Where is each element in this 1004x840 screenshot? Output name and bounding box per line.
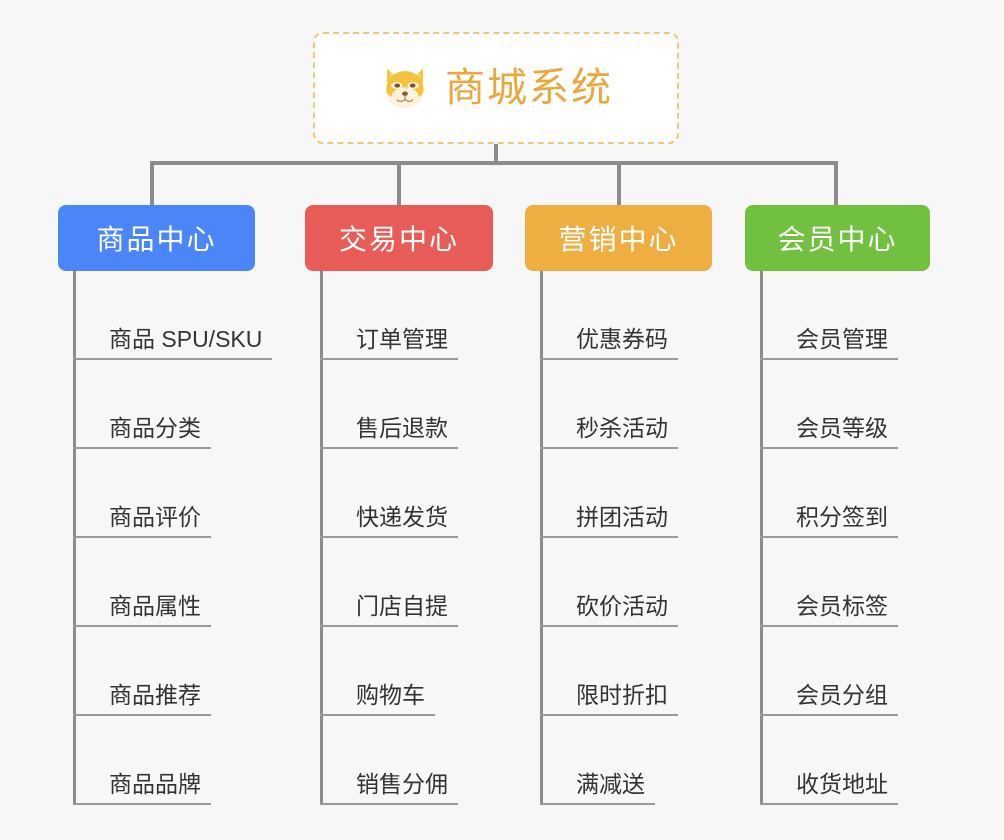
leaf-label: 砍价活动 [540,593,678,627]
leaf-label: 会员管理 [760,326,898,360]
list-item[interactable]: 优惠券码 [540,271,712,360]
category-header-1[interactable]: 商品中心 [58,205,255,271]
list-item[interactable]: 门店自提 [320,538,493,627]
leaf-list-2: 订单管理 售后退款 快递发货 门店自提 购物车 销售分佣 [320,271,493,805]
leaf-label: 拼团活动 [540,504,678,538]
list-item[interactable]: 积分签到 [760,449,930,538]
branch-column-2: 交易中心 订单管理 售后退款 快递发货 门店自提 购物车 销售分佣 [305,205,493,805]
leaf-label: 收货地址 [760,771,898,805]
list-item[interactable]: 收货地址 [760,716,930,805]
list-item[interactable]: 售后退款 [320,360,493,449]
leaf-list-1: 商品 SPU/SKU 商品分类 商品评价 商品属性 商品推荐 商品品牌 [73,271,273,805]
leaf-list-3: 优惠券码 秒杀活动 拼团活动 砍价活动 限时折扣 满减送 [540,271,712,805]
category-title-4: 会员中心 [777,224,898,255]
list-item[interactable]: 砍价活动 [540,538,712,627]
list-item[interactable]: 会员等级 [760,360,930,449]
leaf-label: 会员标签 [760,593,898,627]
list-item[interactable]: 购物车 [320,627,493,716]
list-item[interactable]: 会员分组 [760,627,930,716]
root-title: 商城系统 [445,66,613,110]
leaf-label: 会员分组 [760,682,898,716]
list-item[interactable]: 商品推荐 [73,627,255,716]
connector-root-stem [494,144,498,164]
list-item[interactable]: 商品品牌 [73,716,255,805]
leaf-label: 商品品牌 [73,771,211,805]
list-item[interactable]: 商品分类 [73,360,255,449]
list-item[interactable]: 限时折扣 [540,627,712,716]
leaf-list-4: 会员管理 会员等级 积分签到 会员标签 会员分组 收货地址 [760,271,930,805]
leaf-label: 购物车 [320,682,435,716]
branch-column-4: 会员中心 会员管理 会员等级 积分签到 会员标签 会员分组 收货地址 [745,205,930,805]
category-title-1: 商品中心 [96,224,217,255]
leaf-label: 销售分佣 [320,771,458,805]
leaf-label: 积分签到 [760,504,898,538]
leaf-label: 商品 SPU/SKU [73,326,273,360]
list-item[interactable]: 秒杀活动 [540,360,712,449]
connector-drop-1 [150,161,154,205]
leaf-label: 限时折扣 [540,682,678,716]
list-item[interactable]: 拼团活动 [540,449,712,538]
leaf-label: 秒杀活动 [540,415,678,449]
shiba-dog-face-icon [386,68,424,109]
connector-horizontal-bus [150,161,838,165]
leaf-label: 快递发货 [320,504,458,538]
list-item[interactable]: 会员管理 [760,271,930,360]
branch-column-3: 营销中心 优惠券码 秒杀活动 拼团活动 砍价活动 限时折扣 满减送 [525,205,712,805]
list-item[interactable]: 快递发货 [320,449,493,538]
connector-drop-4 [834,161,838,205]
leaf-label: 商品推荐 [73,682,211,716]
list-item[interactable]: 商品 SPU/SKU [73,271,273,360]
leaf-label: 满减送 [540,771,655,805]
category-title-3: 营销中心 [558,224,679,255]
list-item[interactable]: 商品评价 [73,449,255,538]
list-item[interactable]: 商品属性 [73,538,255,627]
connector-drop-2 [397,161,401,205]
leaf-label: 商品属性 [73,593,211,627]
leaf-label: 门店自提 [320,593,458,627]
list-item[interactable]: 销售分佣 [320,716,493,805]
list-item[interactable]: 满减送 [540,716,712,805]
category-header-3[interactable]: 营销中心 [525,205,712,271]
category-header-2[interactable]: 交易中心 [305,205,493,271]
root-node[interactable]: 商城系统 [313,32,679,144]
leaf-label: 优惠券码 [540,326,678,360]
leaf-label: 会员等级 [760,415,898,449]
category-header-4[interactable]: 会员中心 [745,205,930,271]
category-title-2: 交易中心 [338,224,459,255]
branch-column-1: 商品中心 商品 SPU/SKU 商品分类 商品评价 商品属性 商品推荐 商品品牌 [58,205,273,805]
leaf-label: 订单管理 [320,326,458,360]
list-item[interactable]: 会员标签 [760,538,930,627]
list-item[interactable]: 订单管理 [320,271,493,360]
leaf-label: 商品分类 [73,415,211,449]
connector-drop-3 [617,161,621,205]
leaf-label: 商品评价 [73,504,211,538]
leaf-label: 售后退款 [320,415,458,449]
